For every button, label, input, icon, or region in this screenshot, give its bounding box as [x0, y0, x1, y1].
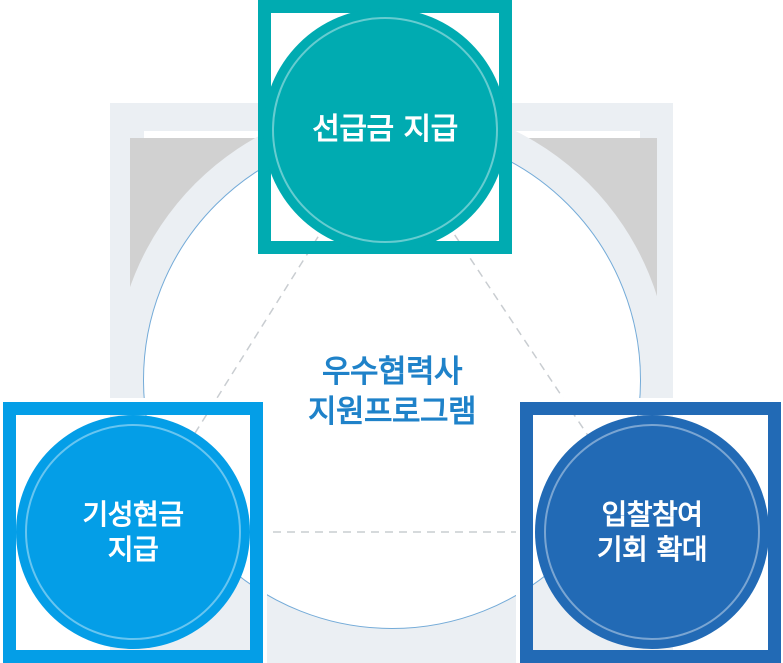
bottom-right-node: 입찰참여 기회 확대	[535, 415, 769, 649]
bottom-left-node-frame	[3, 402, 263, 663]
bottom-left-node-label-line2: 지급	[107, 533, 159, 566]
bottom-left-node-label-line1: 기성현금	[82, 498, 184, 531]
bottom-right-node-label-line2: 기회 확대	[596, 533, 708, 566]
bottom-right-node-label: 입찰참여 기회 확대	[596, 497, 708, 567]
bottom-left-node: 기성현금 지급	[16, 415, 250, 649]
center-title: 우수협력사 지원프로그램	[307, 352, 477, 432]
center-title-line1: 우수협력사	[321, 354, 463, 390]
bottom-left-node-label: 기성현금 지급	[82, 497, 184, 567]
bottom-right-node-label-line1: 입찰참여	[601, 498, 703, 531]
top-node: 선급금 지급	[263, 8, 507, 252]
bottom-right-node-frame	[520, 402, 781, 663]
center-title-line2: 지원프로그램	[307, 394, 477, 430]
top-node-label: 선급금 지급	[312, 112, 458, 147]
connector-top-to-right	[384, 129, 653, 533]
